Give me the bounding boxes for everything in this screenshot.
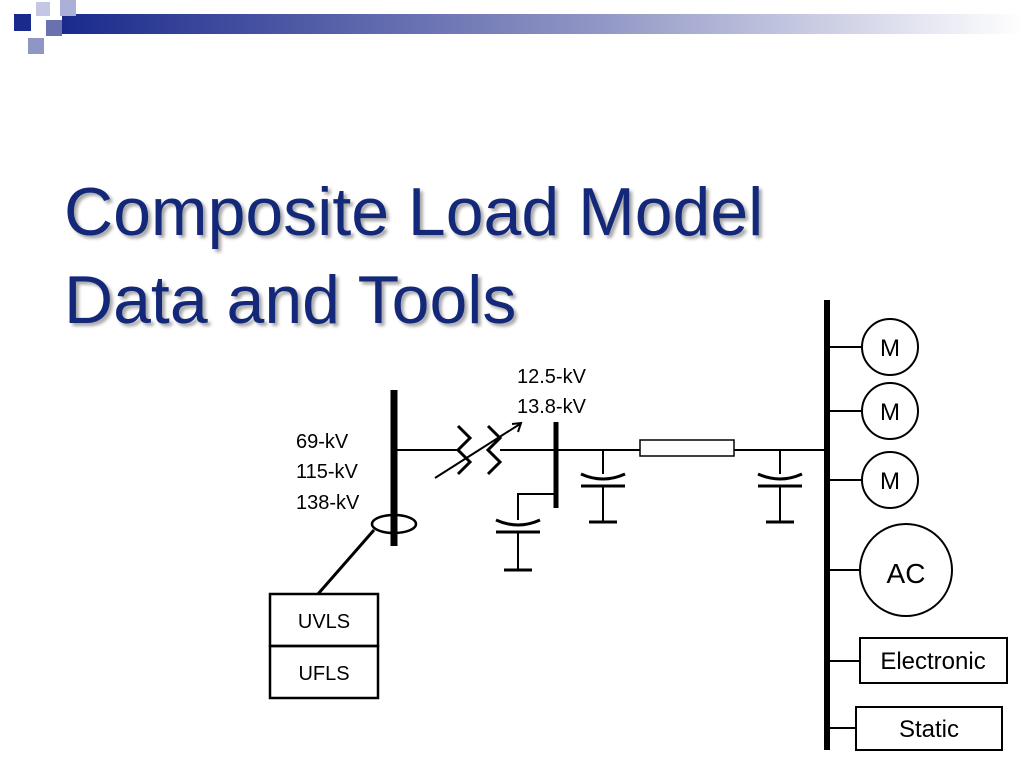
ufls-label: UFLS xyxy=(298,663,349,685)
capacitor-symbol xyxy=(580,450,626,524)
slide-title: Composite Load Model Data and Tools xyxy=(64,168,763,344)
ac-label: AC xyxy=(887,558,926,589)
header-square xyxy=(36,2,50,16)
lv-voltage-label: 12.5-kV xyxy=(517,366,587,388)
header-decoration xyxy=(14,0,1024,54)
uvls-label: UVLS xyxy=(298,611,350,633)
static-label: Static xyxy=(899,716,959,743)
slide-title-line2: Data and Tools xyxy=(64,262,517,338)
capacitor-symbol xyxy=(495,518,541,572)
capacitor-symbol xyxy=(757,450,803,524)
hv-voltage-label: 115-kV xyxy=(296,461,359,483)
header-square xyxy=(14,14,31,31)
motor-label: M xyxy=(880,335,900,362)
motor-load xyxy=(861,382,919,440)
feeder-impedance xyxy=(639,439,735,457)
capacitor-feed xyxy=(517,493,556,520)
header-square xyxy=(46,20,62,36)
electronic-label: Electronic xyxy=(880,648,985,675)
header-gradient-band xyxy=(62,14,1024,34)
motor-label: M xyxy=(880,399,900,426)
electronic-load xyxy=(859,637,1008,684)
static-load xyxy=(855,706,1003,751)
ufls-relay-box xyxy=(268,644,380,700)
motor-load xyxy=(861,451,919,509)
current-transformer xyxy=(370,513,418,535)
ac-load xyxy=(859,523,953,617)
hv-voltage-label: 69-kV xyxy=(296,431,349,453)
lv-voltage-label: 13.8-kV xyxy=(517,396,587,418)
transformer-symbol xyxy=(434,421,523,479)
header-square xyxy=(28,38,44,54)
header-square xyxy=(60,0,76,16)
hv-voltage-label: 138-kV xyxy=(296,492,360,514)
relay-wire xyxy=(316,529,376,595)
slide-title-line1: Composite Load Model xyxy=(64,174,764,250)
motor-label: M xyxy=(880,468,900,495)
motor-load xyxy=(861,318,919,376)
